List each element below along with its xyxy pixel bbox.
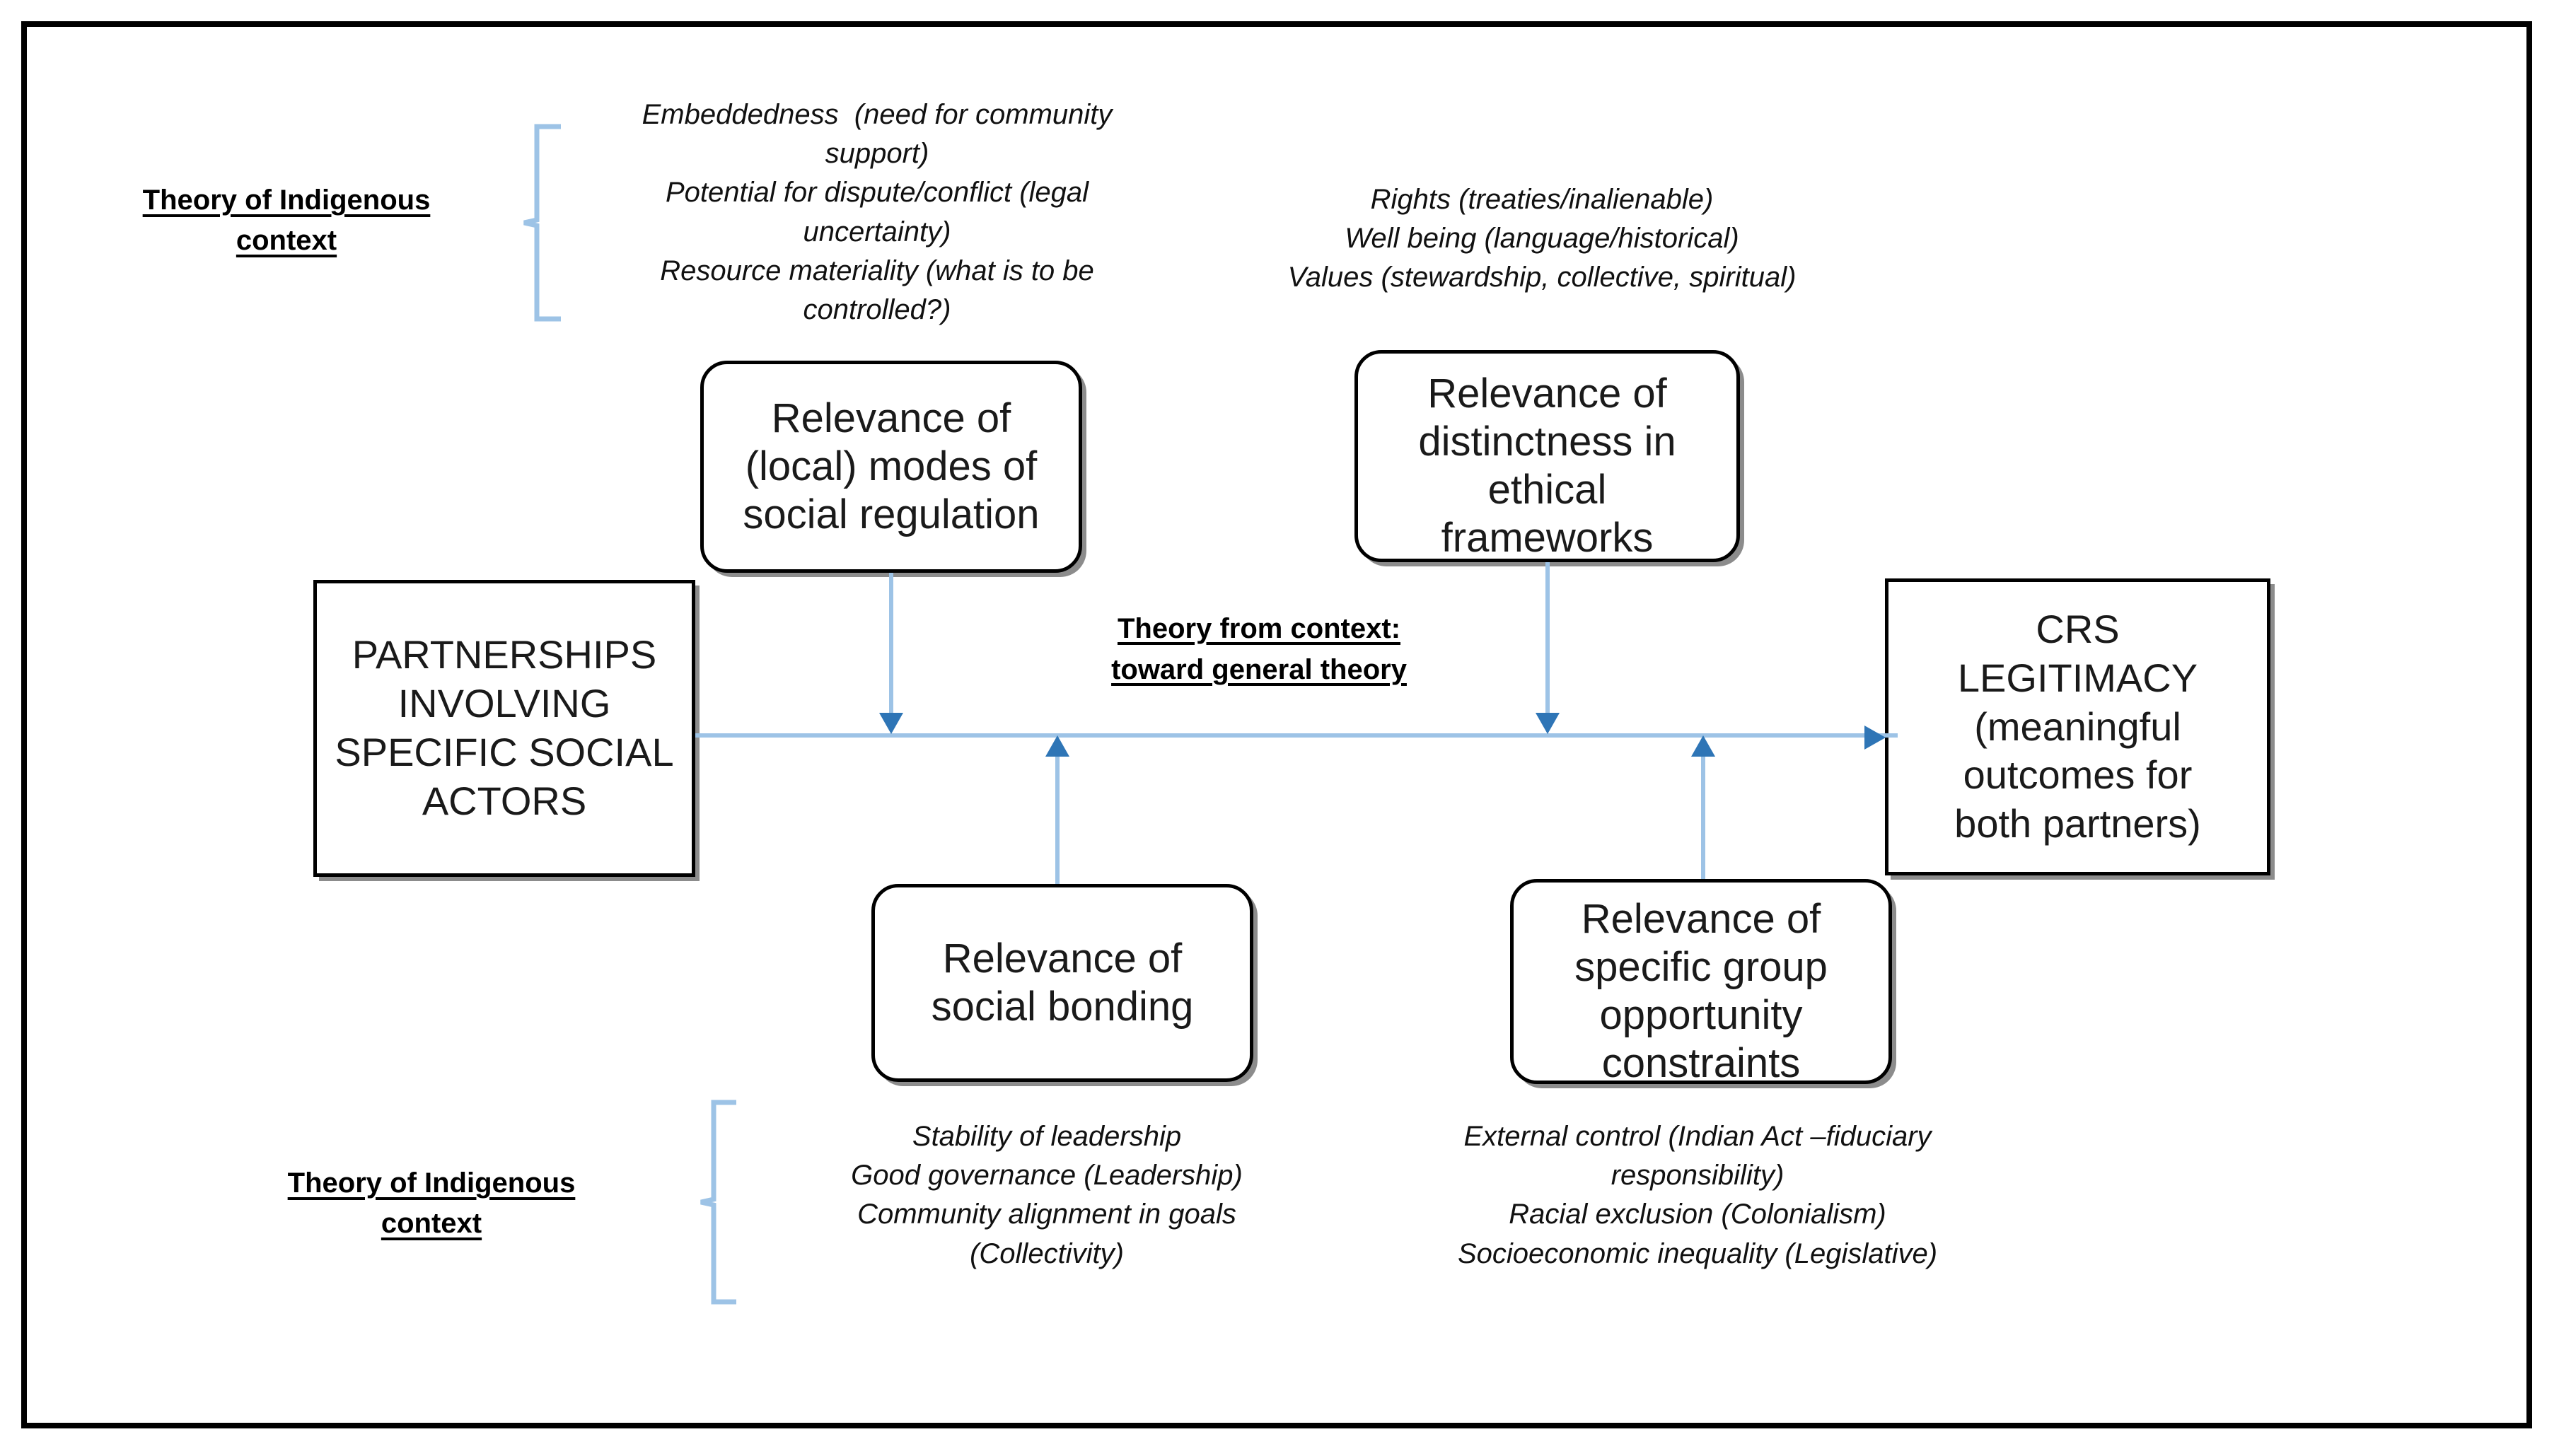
- node-line: SPECIFIC SOCIAL: [335, 730, 674, 774]
- node-ethical-frameworks[interactable]: Relevance of distinctness in ethical fra…: [1354, 350, 1740, 562]
- spine-label-line-2: toward general theory: [1111, 654, 1407, 685]
- connector-main-spine: [695, 733, 1898, 738]
- node-line: social regulation: [743, 491, 1040, 537]
- arrowhead-ethical-frameworks: [1536, 713, 1560, 734]
- bottom-left-factor-list: Stability of leadership Good governance …: [792, 1117, 1301, 1274]
- factor-line: Well being (language/historical): [1345, 223, 1739, 255]
- node-social-bonding[interactable]: Relevance of social bonding: [871, 884, 1253, 1082]
- connector-social-regulation-down: [889, 573, 893, 714]
- node-line: Relevance of: [942, 936, 1183, 982]
- bottom-right-factor-list: External control (Indian Act –fiduciary …: [1386, 1117, 2009, 1274]
- factor-line: controlled?): [803, 293, 951, 325]
- context-label-line-2: context: [236, 224, 337, 256]
- factor-line: External control (Indian Act –fiduciary: [1463, 1121, 1932, 1152]
- spine-theory-label: Theory from context: toward general theo…: [1089, 608, 1429, 690]
- factor-line: responsibility): [1611, 1160, 1785, 1192]
- context-label-line-1: Theory of Indigenous: [287, 1167, 576, 1199]
- node-line: Relevance of: [771, 395, 1011, 442]
- factor-line: Good governance (Leadership): [851, 1160, 1243, 1192]
- arrowhead-to-crs: [1864, 726, 1886, 750]
- node-line: outcomes for: [1963, 752, 2193, 798]
- factor-line: Values (stewardship, collective, spiritu…: [1287, 262, 1797, 293]
- top-left-context-label: Theory of Indigenous context: [110, 180, 463, 261]
- arrowhead-group-constraints: [1691, 735, 1715, 757]
- arrowhead-social-bonding: [1045, 735, 1069, 757]
- factor-line: Stability of leadership: [912, 1121, 1182, 1152]
- context-label-line-1: Theory of Indigenous: [142, 185, 431, 216]
- connector-social-bonding-up: [1055, 755, 1060, 886]
- top-right-factor-list: Rights (treaties/inalienable) Well being…: [1224, 180, 1860, 298]
- bottom-left-brace: [697, 1100, 739, 1305]
- page-border: [21, 21, 2532, 1428]
- top-left-brace: [520, 124, 562, 322]
- factor-line: Potential for dispute/conflict (legal: [665, 177, 1089, 209]
- factor-line: Community alignment in goals: [857, 1199, 1236, 1230]
- node-line: (meaningful: [1974, 704, 2181, 749]
- node-line: INVOLVING: [398, 681, 611, 726]
- factor-line: Resource materiality (what is to be: [660, 255, 1094, 286]
- factor-line: Rights (treaties/inalienable): [1370, 184, 1714, 215]
- node-line: constraints: [1601, 1039, 1801, 1086]
- context-label-line-2: context: [381, 1207, 482, 1239]
- spine-label-line-1: Theory from context:: [1117, 613, 1401, 644]
- node-social-regulation[interactable]: Relevance of (local) modes of social reg…: [700, 361, 1082, 573]
- node-line: Relevance of: [1581, 896, 1821, 943]
- node-crs-legitimacy[interactable]: CRS LEGITIMACY (meaningful outcomes for …: [1885, 578, 2270, 875]
- connector-ethical-frameworks-down: [1545, 562, 1550, 714]
- node-partnerships[interactable]: PARTNERSHIPS INVOLVING SPECIFIC SOCIAL A…: [313, 580, 695, 877]
- node-line: PARTNERSHIPS: [352, 632, 657, 677]
- factor-line: Racial exclusion (Colonialism): [1509, 1199, 1886, 1230]
- arrowhead-social-regulation: [879, 713, 903, 734]
- top-left-factor-list: Embeddedness (need for community support…: [580, 95, 1174, 330]
- node-line: LEGITIMACY: [1957, 655, 2198, 700]
- bottom-left-context-label: Theory of Indigenous context: [233, 1163, 629, 1244]
- node-line: (local) modes of: [745, 443, 1038, 490]
- node-line: specific group: [1574, 944, 1828, 991]
- node-line: Relevance of: [1427, 371, 1667, 417]
- factor-line: Socioeconomic inequality (Legislative): [1457, 1237, 1938, 1269]
- node-line: CRS: [2036, 606, 2120, 651]
- factor-line: uncertainty): [803, 216, 951, 247]
- node-line: distinctness in: [1418, 419, 1676, 465]
- factor-line: Embeddedness (need for community: [642, 99, 1113, 130]
- factor-line: support): [825, 138, 929, 170]
- node-line: both partners): [1954, 801, 2201, 846]
- node-line: opportunity: [1599, 992, 1803, 1038]
- node-line: social bonding: [931, 984, 1194, 1030]
- node-line: ethical: [1487, 467, 1607, 513]
- connector-group-constraints-up: [1701, 755, 1705, 881]
- node-line: frameworks: [1441, 514, 1654, 561]
- node-group-constraints[interactable]: Relevance of specific group opportunity …: [1510, 879, 1892, 1086]
- factor-line: (Collectivity): [970, 1237, 1124, 1269]
- node-line: ACTORS: [422, 778, 587, 823]
